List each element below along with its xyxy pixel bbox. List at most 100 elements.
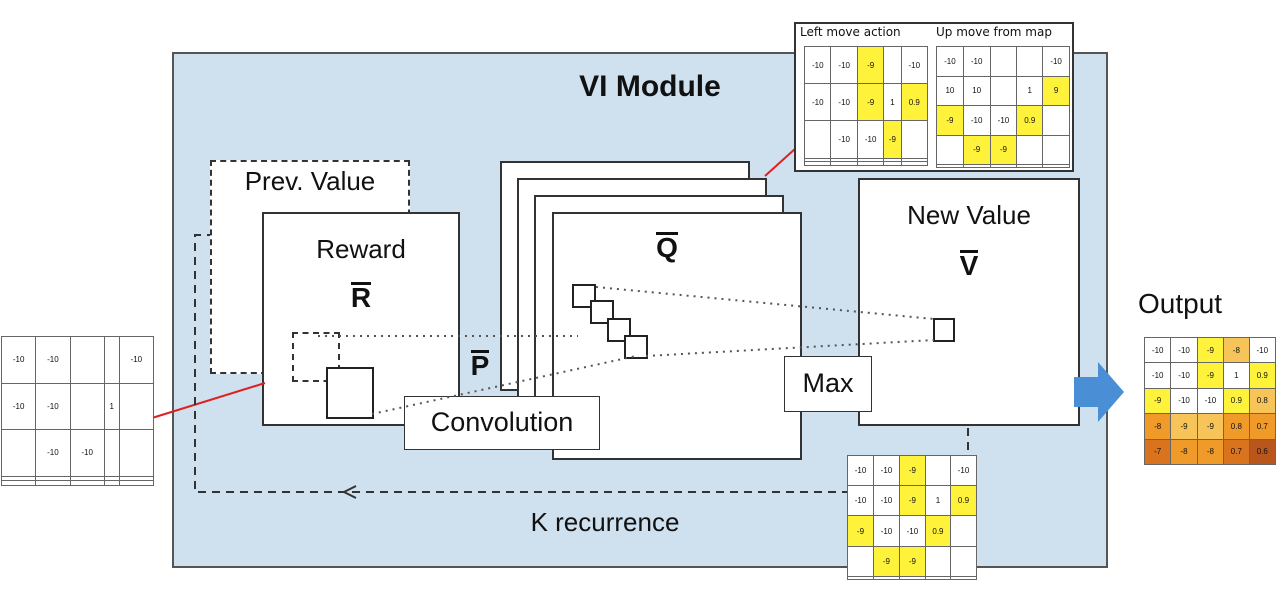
grid-cell (962, 164, 991, 168)
grid-cell: -10 (803, 83, 832, 122)
grid-row: -9-9 (847, 545, 978, 577)
grid-cell (856, 161, 885, 166)
grid-cell (1016, 164, 1044, 168)
grid-row (803, 161, 929, 166)
reward-label: Reward (316, 234, 406, 264)
grid-cell (900, 120, 929, 159)
grid-cell: -10 (1170, 362, 1198, 389)
grid-row: -9-9 (936, 134, 1070, 165)
grid-cell: -10 (872, 515, 900, 547)
grid-cell (989, 46, 1018, 77)
grid-cell (0, 480, 37, 486)
grid-cell (949, 575, 978, 581)
convolution-label: Convolution (404, 396, 600, 450)
grid-cell: 0.9 (1016, 105, 1044, 136)
grid-cell: -9 (898, 454, 926, 487)
grid-cell: -10 (872, 454, 900, 487)
grid-row: -10-10-9-8-10 (1143, 336, 1277, 364)
grid-cell: -10 (830, 120, 858, 159)
grid-cell (883, 161, 902, 166)
grid-cell (69, 480, 105, 486)
grid-cell: -8 (1196, 438, 1225, 466)
grid-cell (949, 515, 978, 547)
grid-cell (69, 336, 105, 384)
v-symbol: V (959, 250, 979, 281)
grid-cell: -9 (1143, 387, 1172, 415)
grid-cell: -10 (35, 336, 71, 384)
grid-cell: 0.7 (1223, 438, 1250, 466)
grid-cell: -10 (900, 45, 929, 85)
grid-cell: -8 (1223, 336, 1250, 364)
grid-row: -10-10-10 (0, 336, 155, 384)
q-kernel-4 (624, 335, 648, 359)
reward-kernel (326, 367, 374, 419)
grid-cell: -10 (1196, 387, 1225, 415)
grid-cell: -9 (989, 134, 1018, 165)
grid-cell: -10 (847, 485, 874, 517)
grid-cell: 1 (1016, 75, 1044, 106)
grid-cell: -7 (1143, 438, 1172, 466)
grid-cell (103, 429, 120, 477)
grid-cell: -9 (883, 120, 902, 159)
grid-cell (803, 120, 832, 159)
grid-cell: 0.8 (1223, 413, 1250, 440)
grid-cell: -10 (1170, 336, 1198, 364)
grid-cell: -8 (1143, 413, 1172, 440)
grid-cell (924, 454, 951, 487)
grid-cell (883, 45, 902, 85)
grid-cell: -10 (118, 336, 155, 384)
vi-module-title: VI Module (579, 70, 721, 103)
grid-cell: 1 (883, 83, 902, 122)
grid-cell: -9 (898, 545, 926, 577)
grid-row (847, 575, 978, 581)
grid-cell (1042, 105, 1070, 136)
grid-cell (898, 575, 926, 581)
grid-cell: -10 (936, 46, 964, 77)
up-move-label: Up move from map (936, 25, 1052, 39)
grid-cell: -10 (0, 382, 37, 431)
action-maps-callout: Left move action Up move from map -10-10… (794, 22, 1074, 172)
grid-cell: 0.9 (1223, 387, 1250, 415)
grid-cell: 9 (1042, 75, 1070, 106)
grid-cell: -9 (872, 545, 900, 577)
grid-cell: -10 (803, 45, 832, 85)
grid-cell: 0.7 (1248, 413, 1277, 440)
grid-cell: -10 (1143, 336, 1172, 364)
output-label: Output (1138, 288, 1223, 319)
new-value-label: New Value (907, 200, 1031, 230)
grid-cell: -9 (1196, 336, 1225, 364)
left-move-label: Left move action (800, 25, 901, 39)
grid-cell (118, 480, 155, 486)
grid-cell: -9 (856, 45, 885, 85)
grid-row: -10-10 (0, 429, 155, 477)
grid-cell: -10 (830, 83, 858, 122)
grid-cell (949, 545, 978, 577)
new-value-cell (933, 318, 955, 342)
grid-cell: -10 (872, 485, 900, 517)
grid-cell: -10 (0, 336, 37, 384)
grid-cell (936, 164, 964, 168)
grid-cell (936, 134, 964, 165)
grid-cell (103, 480, 120, 486)
grid-cell (989, 75, 1018, 106)
grid-cell (1016, 46, 1044, 77)
grid-cell: 1 (1223, 362, 1250, 389)
grid-cell: -10 (1042, 46, 1070, 77)
grid-row: -10-10-9-10 (847, 454, 978, 487)
grid-cell (900, 161, 929, 166)
max-label: Max (784, 356, 872, 412)
grid-cell: 0.9 (900, 83, 929, 122)
grid-cell: -9 (936, 105, 964, 136)
grid-cell: -10 (35, 382, 71, 431)
grid-cell: 10 (936, 75, 964, 106)
grid-cell (924, 575, 951, 581)
